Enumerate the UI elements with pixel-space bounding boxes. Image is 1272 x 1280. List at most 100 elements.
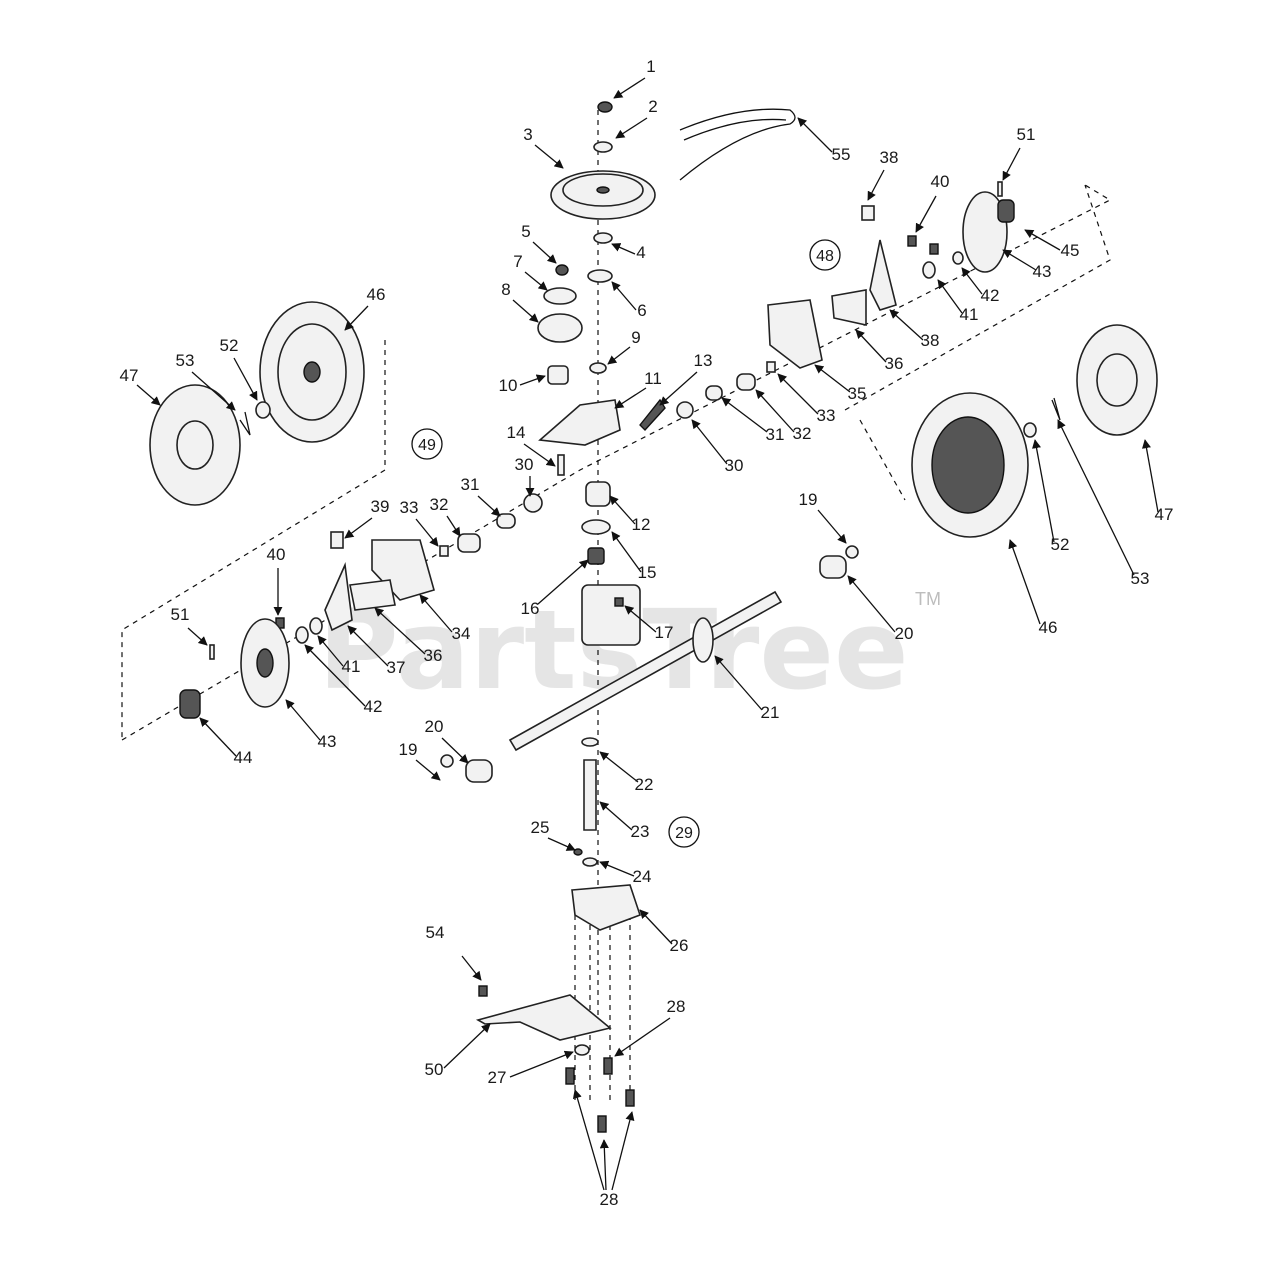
callout-label-36: 36 [424,646,443,665]
part-47-hubcap-left [149,384,241,506]
part-21-axle [508,590,783,752]
callout-label-30-alt-0: 30 [725,456,744,475]
callout-arrow-36-alt-4 [855,329,887,363]
part-9-ring [589,362,607,374]
ring-label-48: 48 [809,239,841,271]
callout-label-37: 37 [387,658,406,677]
callout-arrow-32-alt-2 [755,389,795,433]
callout-label-11: 11 [644,369,662,388]
callout-label-20-alt-16: 20 [425,717,444,736]
part-40-screw-right-b [929,243,939,255]
part-13-spring [639,398,666,432]
part-1-nut [597,101,613,113]
callout-label-34: 34 [452,624,471,643]
callout-arrow-38 [889,309,924,341]
part-20-bushing-left [465,759,493,783]
ring-label-29-text: 29 [675,825,693,842]
part-41-ring-left [309,617,323,635]
callout-label-54: 54 [426,923,445,942]
callout-label-22: 22 [635,775,654,794]
part-24-washer [582,857,598,867]
callout-label-46-alt-10: 46 [1039,618,1058,637]
callout-label-12: 12 [632,515,651,534]
callout-label-3: 3 [523,125,532,144]
callout-arrow-5 [532,241,557,264]
part-36-plate-left [349,579,396,611]
callout-arrow-15 [611,531,642,573]
callout-label-16: 16 [521,599,540,618]
callout-label-14: 14 [507,423,526,442]
part-3-pulley [550,170,656,220]
callout-label-32: 32 [430,495,449,514]
part-2-washer [593,141,613,153]
callout-arrow-28-extra-19 [611,1111,635,1191]
callout-arrow-7 [524,271,548,291]
callout-label-26: 26 [670,936,689,955]
callout-label-41: 41 [342,657,361,676]
callout-label-8: 8 [501,280,510,299]
callout-label-23: 23 [631,822,650,841]
callout-arrow-10 [519,374,546,386]
part-51-pin-right [997,181,1003,197]
ring-label-49-text: 49 [418,437,436,454]
part-10-bushing [547,365,569,385]
callout-arrow-50 [443,1023,491,1069]
callout-arrow-28-alt-17 [572,1089,605,1191]
callout-label-52-alt-13: 52 [1051,535,1070,554]
part-31-bushing-right [705,385,723,401]
part-28-bolts [565,1057,635,1133]
callout-arrow-3 [534,144,564,169]
callout-arrow-30-alt-0 [691,419,728,465]
part-32-pinion-right [736,373,756,391]
watermark-trademark: TM [915,589,941,609]
part-15-washer [581,519,611,535]
callout-arrow-16 [537,559,589,605]
callout-label-13: 13 [694,351,713,370]
callout-arrow-35 [814,364,851,393]
callout-label-25: 25 [531,818,550,837]
callout-label-53-alt-14: 53 [1131,569,1150,588]
callout-label-50: 50 [425,1060,444,1079]
part-33-key-left [439,545,449,557]
callout-arrow-28 [614,1017,671,1057]
part-14-pin [557,454,565,476]
part-36-plate-right [831,289,867,326]
callout-arrow-43-alt-9 [1002,249,1037,271]
part-8-spacer [537,313,583,343]
callout-arrow-39 [344,517,373,539]
callout-arrow-43 [285,699,321,741]
callout-arrow-4 [611,243,636,255]
callout-label-39: 39 [371,497,390,516]
part-50-bracket [475,994,612,1041]
callout-label-4: 4 [636,243,645,262]
callout-label-45: 45 [1061,241,1080,260]
callout-label-31: 31 [461,475,480,494]
callout-label-51-alt-12: 51 [1017,125,1036,144]
part-31-bushing-left [496,513,516,529]
callout-label-41-alt-7: 41 [960,305,979,324]
callout-label-10: 10 [499,376,518,395]
callout-label-43: 43 [318,732,337,751]
callout-label-21: 21 [761,703,780,722]
part-47-hubcap-right [1076,324,1158,436]
part-30-ring-left [523,493,543,513]
callout-arrow-24 [599,860,635,877]
part-19-ring-right [845,545,859,559]
callout-arrow-51-alt-12 [1002,147,1021,181]
part-37-lever-left [324,562,353,632]
part-5-nut [555,264,569,276]
part-32-pinion-left [457,533,481,553]
part-16-bushing [587,547,605,565]
callout-arrow-12 [609,495,636,525]
callout-arrow-27 [509,1050,574,1078]
callout-arrow-46-alt-10 [1008,539,1041,625]
callout-label-55: 55 [832,145,851,164]
callout-arrow-53-alt-14 [1057,419,1135,576]
callout-label-33: 33 [400,498,419,517]
callout-arrow-34 [419,594,453,633]
callout-arrow-1 [613,77,646,99]
part-33-key-right [766,361,776,373]
part-30-ring-right [676,401,694,419]
